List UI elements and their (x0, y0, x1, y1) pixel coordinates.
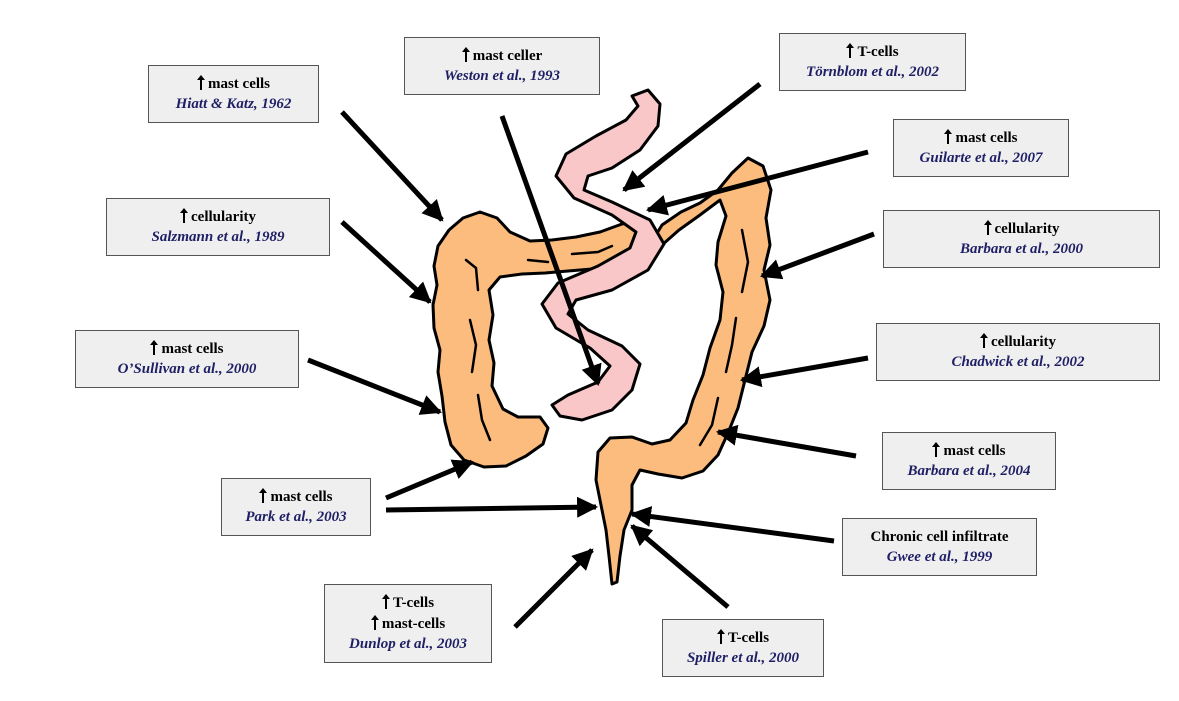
up-arrow-icon (196, 75, 205, 90)
arrow-gwee (629, 506, 835, 544)
arrows (307, 82, 875, 629)
arrow-park-lower (385, 496, 599, 518)
reference-citation: Barbara et al., 2004 (907, 463, 1031, 479)
finding-label: mast cells (270, 489, 333, 505)
finding-text: mast cells (259, 486, 333, 507)
reference-citation: Dunlop et al., 2003 (349, 636, 467, 652)
finding-label: cellularity (191, 209, 256, 225)
reference-citation: Guilarte et al., 2007 (919, 150, 1043, 166)
up-arrow-icon (259, 488, 268, 503)
arrow-park-upper (385, 459, 474, 501)
arrow-guilarte (645, 149, 869, 216)
finding-label: cellularity (991, 334, 1056, 350)
finding-label: mast cells (207, 76, 271, 92)
reference-citation: Park et al., 2003 (245, 509, 347, 525)
reference-citation: Weston et al., 1993 (444, 68, 560, 84)
reference-citation: Gwee et al., 1999 (886, 548, 993, 565)
reference-citation: Hiatt & Katz, 1962 (175, 96, 292, 112)
finding-label: mast cells (955, 130, 1018, 146)
reference-citation: Barbara et al., 2000 (960, 241, 1083, 257)
colon-fold-lines (464, 228, 750, 447)
up-arrow-icon (932, 442, 941, 457)
arrow-barbara2000 (760, 231, 875, 280)
arrow-chadwick (739, 355, 869, 388)
arrow-salzmann (340, 220, 432, 304)
up-arrow-icon (983, 220, 992, 235)
finding-label: Chronic cell infiltrate (870, 528, 1009, 545)
up-arrow-icon (980, 333, 988, 348)
arrow-barbara2004 (715, 424, 857, 459)
finding-text: mast celler (461, 45, 543, 66)
finding-text: T-cells (716, 627, 770, 648)
finding-text: mast cells (150, 338, 224, 359)
reference-citation: Chadwick et al., 2002 (951, 354, 1085, 370)
up-arrow-icon (370, 615, 379, 630)
up-arrow-icon (944, 129, 953, 144)
finding-text: mast cells (196, 73, 271, 94)
arrow-hiatt (340, 110, 444, 222)
arrow-weston (499, 115, 602, 386)
finding-label: T-cells (392, 595, 435, 611)
up-arrow-icon (180, 208, 188, 223)
reference-citation: Salzmann et al., 1989 (151, 229, 285, 245)
colon-shape (431, 156, 773, 586)
finding-text: mast cells (944, 127, 1018, 148)
reference-citation: Törnblom et al., 2002 (806, 64, 939, 80)
arrow-spiller (630, 524, 730, 609)
finding-label: mast cells (943, 443, 1006, 459)
reference-citation: O’Sullivan et al., 2000 (117, 361, 257, 377)
finding-text: Chronic cell infiltrate (870, 527, 1008, 547)
finding-text: T-cells (846, 41, 899, 62)
finding-text: T-cells (381, 592, 435, 613)
arrow-dunlop (513, 548, 594, 629)
finding-label: mast celler (472, 48, 543, 64)
up-arrow-icon (461, 47, 470, 62)
finding-label: mast-cells (381, 616, 446, 632)
finding-text: mast-cells (370, 613, 446, 634)
finding-text: cellularity (180, 206, 256, 227)
up-arrow-icon (846, 43, 855, 58)
arrow-osullivan (307, 357, 442, 415)
finding-label: T-cells (857, 44, 899, 60)
small-intestine-shape (540, 88, 666, 422)
finding-text: cellularity (980, 331, 1056, 352)
finding-text: mast cells (932, 440, 1006, 461)
finding-label: cellularity (994, 221, 1060, 237)
up-arrow-icon (716, 629, 725, 644)
up-arrow-icon (381, 594, 390, 609)
finding-text: cellularity (983, 218, 1060, 239)
reference-citation: Spiller et al., 2000 (686, 650, 800, 666)
arrow-tornblom (622, 82, 762, 192)
finding-label: mast cells (161, 341, 224, 357)
finding-label: T-cells (727, 630, 770, 646)
up-arrow-icon (150, 340, 159, 355)
